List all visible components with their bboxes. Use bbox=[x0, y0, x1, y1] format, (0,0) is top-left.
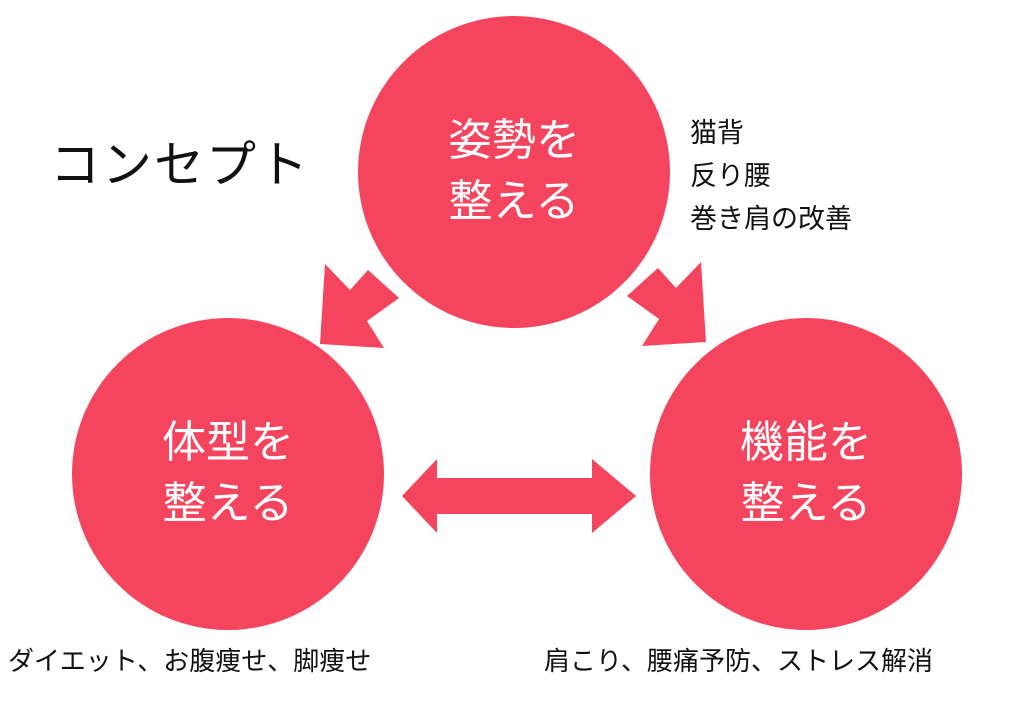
function-circle-line2: 整える bbox=[740, 478, 872, 529]
arrow-posture-to-function bbox=[627, 262, 706, 346]
posture-circle: 姿勢を 整える bbox=[358, 16, 670, 328]
body-caption: ダイエット、お腹痩せ、脚痩せ bbox=[8, 647, 372, 677]
posture-note-item: 巻き肩の改善 bbox=[690, 204, 852, 236]
function-caption: 肩こり、腰痛予防、ストレス解消 bbox=[544, 647, 933, 677]
arrow-body-function-bidirectional bbox=[402, 459, 636, 533]
page-title: コンセプト bbox=[50, 136, 310, 194]
body-circle-line1: 体型を bbox=[162, 417, 294, 469]
body-circle-line2: 整える bbox=[162, 478, 294, 529]
posture-note-item: 猫背 bbox=[690, 118, 744, 149]
posture-notes: 猫背 反り腰 巻き肩の改善 bbox=[690, 112, 852, 242]
posture-circle-line1: 姿勢を bbox=[448, 115, 580, 167]
body-shape-circle: 体型を 整える bbox=[72, 318, 384, 630]
posture-note-item: 反り腰 bbox=[690, 161, 771, 193]
function-circle: 機能を 整える bbox=[650, 318, 962, 630]
arrow-posture-to-body bbox=[320, 264, 399, 348]
function-circle-line1: 機能を bbox=[740, 417, 872, 469]
posture-circle-line2: 整える bbox=[448, 176, 580, 227]
